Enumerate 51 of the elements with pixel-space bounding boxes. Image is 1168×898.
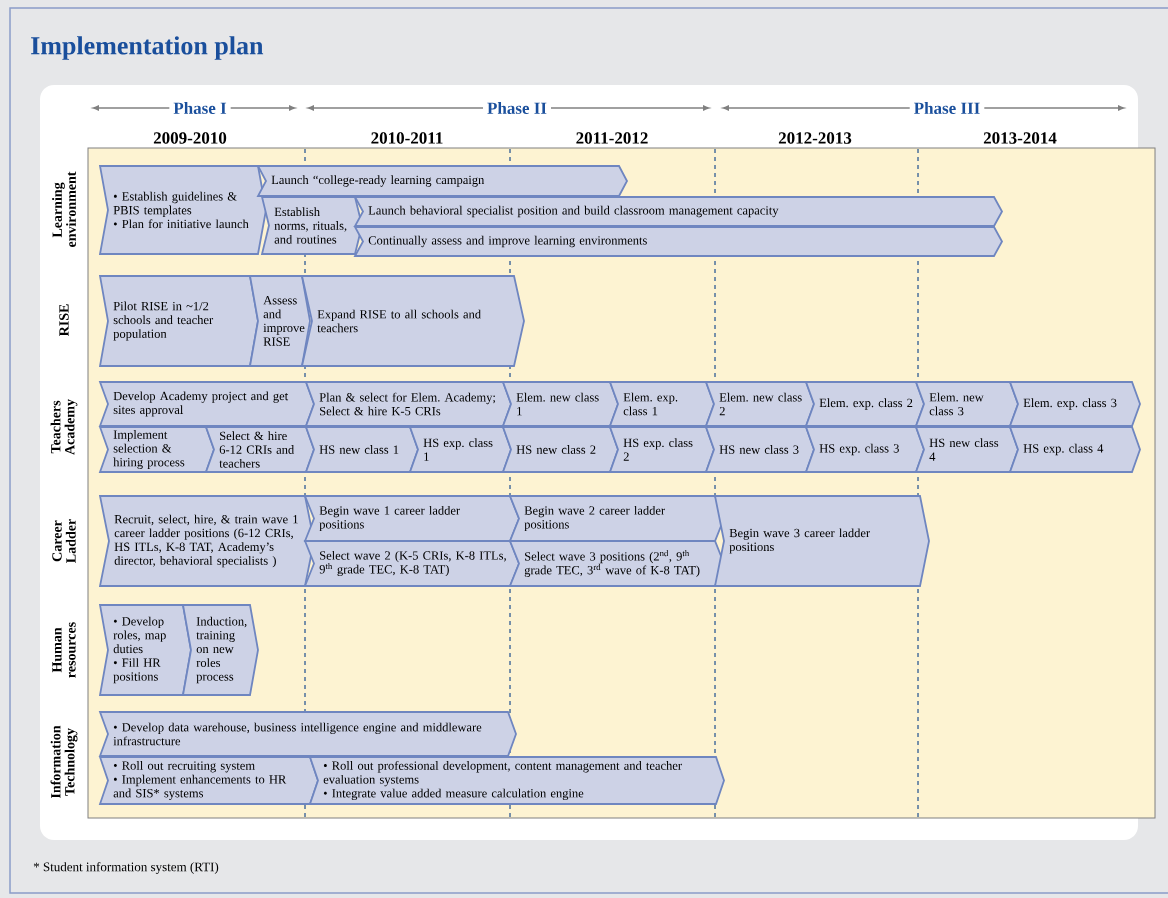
chevron-box: Implement selection & hiring process [98,426,215,473]
year-label: 2011-2012 [576,132,648,144]
chevron-box: Recruit, select, hire, & train wave 1 career ladder positions (6-12 CRIs, HS ITLs, K-8 TAT, Academy’s director, behavioral specialists ) [98,495,315,587]
chevron-box: Elem. new class 1 [501,381,619,427]
chevron-box: Induction, training on new roles process [181,604,259,696]
chevron-box: Begin wave 3 career ladder positions [713,495,930,587]
chevron-box: Elem. new class 3 [914,381,1019,427]
chevron-box: HS new class 2 [501,426,619,473]
chevron-box: HS new class 4 [914,426,1019,473]
row-label: RISE [59,304,69,337]
chevron-box: Begin wave 1 career ladder positions [303,495,520,542]
year-label: 2010-2011 [371,132,443,144]
phase-label: Phase II [483,101,551,115]
phase-label: Phase III [909,101,985,115]
phase-label: Phase I [169,101,231,115]
row-label: Career Ladder [52,519,76,563]
chevron-box: Launch “college-ready learning campaign [256,165,628,197]
chevron-box: Continually assess and improve learning environments [353,226,1004,257]
year-label: 2009-2010 [153,132,227,144]
row-label: Learning environment [52,171,76,247]
chevron-box: Pilot RISE in ~1/2 schools and teacher population [98,275,259,367]
year-label: 2012-2013 [778,132,852,144]
year-label: 2013-2014 [983,132,1057,144]
chevron-box: Select & hire 6-12 CRIs and teachers [204,426,315,473]
chevron-box: • Roll out recruiting system • Implement enhancements to HR and SIS* systems [98,756,319,805]
row-label: Information Technology [50,725,78,799]
chevron-box: • Establish guidelines & PBIS templates • Plan for initiative launch [98,165,267,255]
chevron-box: • Develop roles, map duties • Fill HR positions [98,604,192,696]
chevron-box: HS new class 3 [704,426,815,473]
row-label: Teachers Academy [50,399,78,455]
chevron-box: • Roll out professional development, content management and teacher evaluation systems • Integrate value added measure calculation engine [308,756,725,805]
row-label: Human resources [52,622,76,678]
chevron-box: Elem. new class 2 [704,381,815,427]
chevron-box: Elem. exp. class 3 [1008,381,1141,427]
chevron-box: HS exp. class 1 [408,426,512,473]
chevron-box: HS exp. class 2 [608,426,715,473]
chevron-box: Plan & select for Elem. Academy; Select & hire K-5 CRIs [304,381,512,427]
chevron-box: Elem. exp. class 1 [608,381,715,427]
footnote: * Student information system (RTI) [33,862,219,874]
chevron-box: Launch behavioral specialist position and build classroom management capacity [353,196,1004,227]
chevron-box: HS new class 1 [304,426,419,473]
chevron-box: • Develop data warehouse, business intelligence engine and middleware infrastructure [98,711,517,757]
chevron-box: HS exp. class 4 [1008,426,1141,473]
chevron-box: Begin wave 2 career ladder positions [508,495,725,542]
chevron-box: Elem. exp. class 2 [804,381,925,427]
chevron-box: Select wave 3 positions (2$^{nd}$, 9$^{th}$ grade TEC, 3$^{rd}$ wave of K-8 TAT) [508,540,725,587]
chevron-box: Establish norms, rituals, and routines [260,196,363,255]
title: Implementation plan [31,36,264,60]
chevron-box: Develop Academy project and get sites approval [98,381,315,427]
chevron-box: Select wave 2 (K-5 CRIs, K-8 ITLs, 9$^{th}$ grade TEC, K-8 TAT) [303,540,520,587]
chevron-box: HS exp. class 3 [804,426,925,473]
